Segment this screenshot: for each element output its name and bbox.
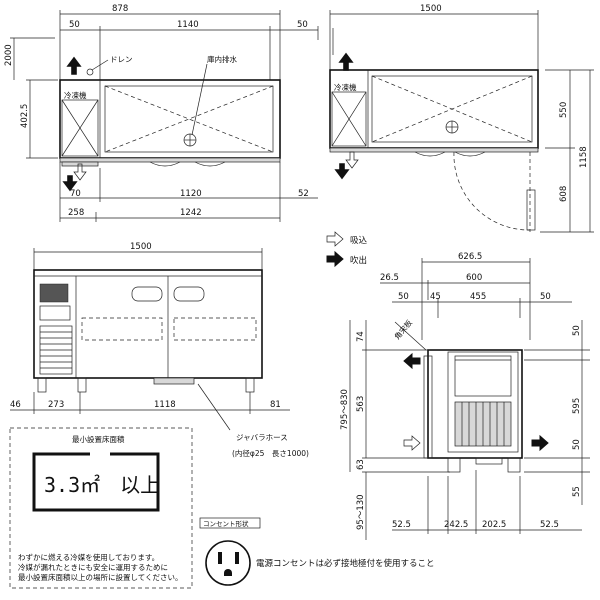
intake-arrow-icon-right: [345, 151, 359, 169]
dim-878: 878: [112, 4, 128, 14]
dim-600: 600: [466, 273, 482, 283]
hose-spec: (内径φ25 長さ1000): [232, 448, 309, 458]
legend-exhaust: 吹出: [350, 255, 367, 266]
dim-258: 258: [68, 208, 84, 218]
dim-52: 52: [298, 189, 309, 199]
side-exhaust-right-icon: [531, 434, 549, 452]
dim-1158: 1158: [579, 146, 589, 168]
control-panel: [39, 283, 69, 303]
dim-2000: 2000: [4, 44, 14, 66]
min-area-value: 3.3㎡ 以上: [44, 473, 160, 497]
dim-81: 81: [270, 400, 281, 410]
side-exhaust-left-icon: [403, 352, 421, 370]
dim-1120: 1120: [180, 189, 202, 199]
dim-626: 626.5: [458, 252, 482, 262]
outlet-note: 電源コンセントは必ず接地極付を使用すること: [256, 558, 435, 569]
hose-label: ジャバラホース: [236, 433, 288, 442]
dim-50r2: 50: [572, 439, 582, 450]
dim-63: 63: [356, 459, 366, 470]
drain-label: ドレン: [110, 55, 133, 64]
exhaust-down-icon: [62, 175, 78, 192]
drain-icon: [86, 68, 94, 76]
exhaust-arrow-icon-right: [338, 52, 354, 71]
louver-grille: [39, 325, 73, 375]
airflow-legend: 吸込 吹出: [326, 231, 368, 268]
dim-50a: 50: [69, 20, 80, 30]
dim-52b: 52.5: [540, 520, 559, 530]
intake-arrow-icon: [73, 163, 87, 181]
dim-95: 95～130: [356, 494, 366, 530]
dim-70: 70: [70, 189, 81, 199]
min-area-note3: 最小設置床面積以上の場所に設置してください。: [18, 572, 183, 582]
outlet-icon: [205, 540, 251, 586]
dim-46: 46: [10, 400, 21, 410]
min-area-box: 最小設置床面積 3.3㎡ 以上 わずかに燃える冷媒を使用しております。 冷媒が漏…: [9, 427, 193, 589]
inner-drain-label: 庫内排水: [207, 54, 237, 64]
dim-50b-side: 50: [540, 292, 551, 302]
side-grille: [454, 401, 512, 447]
outlet-tag: コンセント形状: [203, 519, 249, 528]
dim-595: 595: [572, 398, 582, 414]
door-handle-right: [173, 286, 205, 302]
dim-402: 402.5: [20, 104, 30, 128]
dim-74: 74: [356, 331, 366, 342]
dim-202: 202.5: [482, 520, 506, 530]
exhaust-down-icon-right: [334, 163, 350, 180]
dim-50a-side: 50: [398, 292, 409, 302]
min-area-note1: わずかに燃える冷媒を使用しております。: [18, 552, 159, 562]
refrigerator-label-left: 冷凍機: [64, 90, 87, 100]
dim-242: 242.5: [444, 520, 468, 530]
dim-45: 45: [430, 292, 441, 302]
dim-563: 563: [356, 396, 366, 412]
dim-1140: 1140: [177, 20, 199, 30]
min-area-note2: 冷媒が漏れたときにも安全に運用するために: [18, 562, 168, 572]
dim-52a: 52.5: [392, 520, 411, 530]
dim-50b: 50: [297, 20, 308, 30]
outlet-section: コンセント形状 電源コンセントは必ず接地極付を使用すること: [199, 517, 435, 586]
dim-50r: 50: [572, 325, 582, 336]
door-swing-arc: [453, 151, 531, 231]
dim-26: 26.5: [380, 273, 399, 283]
exhaust-arrow-icon: [66, 56, 82, 75]
dim-1500-top: 1500: [420, 4, 442, 14]
refrigerator-label-right: 冷凍機: [334, 82, 357, 92]
top-left-view: 878 50 1140 50 2000 402.5 冷凍機 ドレン: [4, 4, 319, 222]
door-handle-left: [131, 286, 163, 302]
dim-550: 550: [559, 102, 569, 118]
dim-1118: 1118: [154, 400, 176, 410]
min-area-title: 最小設置床面積: [72, 434, 125, 444]
front-view: 1500 ジャバラホース (内径φ25 長さ1000): [10, 242, 309, 458]
dim-1242: 1242: [180, 208, 202, 218]
exhaust-legend-icon: [326, 250, 344, 268]
legend-intake: 吸込: [350, 235, 368, 246]
dim-273: 273: [48, 400, 64, 410]
top-right-view: 1500 冷凍機 550 608 1158: [329, 4, 594, 233]
dim-1500-front: 1500: [130, 242, 152, 252]
dim-455: 455: [470, 292, 486, 302]
side-view: 626.5 26.5 600 50 45 455 50 角宋板: [340, 252, 590, 540]
dim-608: 608: [559, 186, 569, 202]
dim-795: 795～830: [340, 389, 350, 430]
intake-legend-icon: [326, 231, 344, 247]
side-intake-icon: [403, 435, 421, 451]
corner-label: 角宋板: [392, 317, 414, 341]
dim-55: 55: [572, 486, 582, 497]
